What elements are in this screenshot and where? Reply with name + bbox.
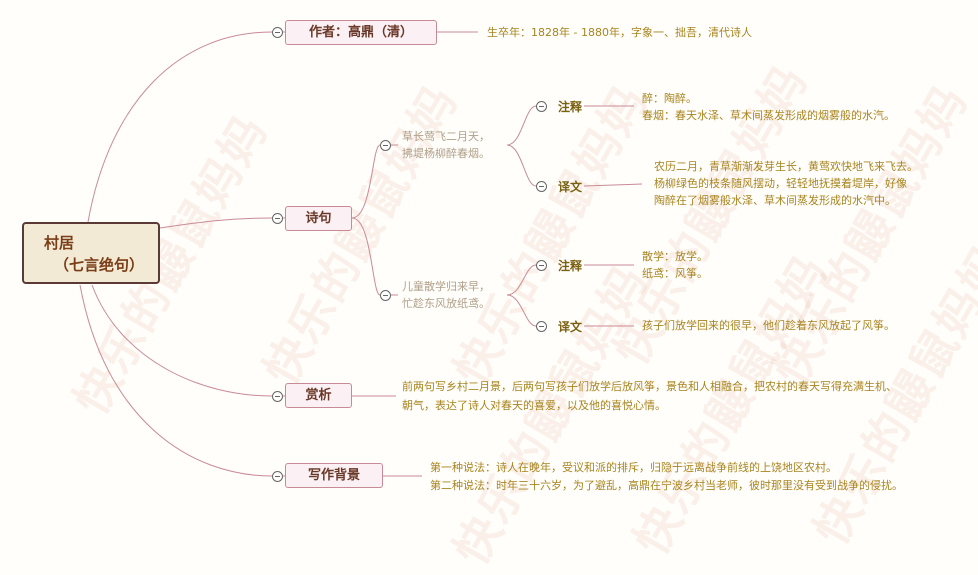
c1-trans-label[interactable]: 译文 [558,180,583,194]
c2-trans-1: 孩子们放学回来的很早，他们趁着东风放起了风筝。 [642,319,895,332]
c1-trans-3: 陶醉在了烟雾般水泽、草木间蒸发形成的水汽中。 [654,194,896,207]
c2-note-1: 散学：放学。 [642,250,708,263]
appreciation-text-2: 朝气，表达了诗人对春天的喜爱，以及他的喜悦心情。 [402,399,666,412]
collapse-background-icon[interactable] [272,471,283,482]
background-text-1: 第一种说法：诗人在晚年，受议和派的排斥，归隐于远离战争前线的上饶地区农村。 [430,461,837,474]
connector-background [79,284,273,477]
c1-note-2: 春烟：春天水泽、草木间蒸发形成的烟雾般的水汽。 [642,109,895,122]
collapse-poem-icon[interactable] [272,213,283,224]
c1-trans-2: 杨柳绿色的枝条随风摆动，轻轻地抚摸着堤岸，好像 [654,177,907,190]
c2-trans-label[interactable]: 译文 [558,320,583,334]
root-node[interactable]: 村居 （七言绝句） [22,222,160,284]
author-detail: 生卒年：1828年 - 1880年，字象一、拙吾，清代诗人 [487,26,752,39]
root-subtitle: （七言绝句） [54,256,145,274]
branch-poem[interactable]: 诗句 [285,206,352,231]
couplet1-line2: 拂堤杨柳醉春烟。 [402,147,490,160]
connector-lines [79,31,643,477]
connector-c2-trans [506,294,537,327]
connector-author [87,31,273,223]
appreciation-text-1: 前两句写乡村二月景，后两句写孩子们放学后放风筝，景色和人相融合，把农村的春天写得… [402,380,897,393]
collapse-c2-notes-icon[interactable] [536,260,547,271]
background-text-2: 第二种说法：时年三十六岁，为了避乱，高鼎在宁波乡村当老师，彼时那里没有受到战争的… [430,479,903,492]
connector-c1-trans [506,144,537,187]
connector-c2-notes [506,264,537,296]
collapse-c1-trans-icon[interactable] [536,181,547,192]
c2-note-2: 纸鸢：风筝。 [642,267,708,280]
c2-notes-label[interactable]: 注释 [558,259,583,273]
connector-poem [159,217,273,229]
collapse-c2-trans-icon[interactable] [536,321,547,332]
collapse-couplet1-icon[interactable] [380,140,391,151]
collapse-c1-notes-icon[interactable] [536,101,547,112]
branch-appreciation[interactable]: 赏析 [285,383,352,408]
connector-appreciation [91,284,273,397]
couplet1-line1: 草长莺飞二月天， [402,130,490,143]
root-title: 村居 [44,234,75,252]
connector-couplet2 [351,217,381,296]
branch-author[interactable]: 作者：高鼎（清） [285,20,437,45]
couplet2-line1: 儿童散学归来早， [402,280,490,293]
connector-c1-notes [506,105,537,146]
collapse-author-icon[interactable] [272,27,283,38]
branch-background[interactable]: 写作背景 [285,463,383,488]
connector-couplet1 [351,144,381,219]
collapse-appreciation-icon[interactable] [272,391,283,402]
c1-note-1: 醉：陶醉。 [642,92,697,105]
c1-trans-1: 农历二月，青草渐渐发芽生长，黄莺欢快地飞来飞去。 [654,160,918,173]
collapse-couplet2-icon[interactable] [380,290,391,301]
c1-notes-label[interactable]: 注释 [558,100,583,114]
couplet2-line2: 忙趁东风放纸鸢。 [402,297,490,310]
